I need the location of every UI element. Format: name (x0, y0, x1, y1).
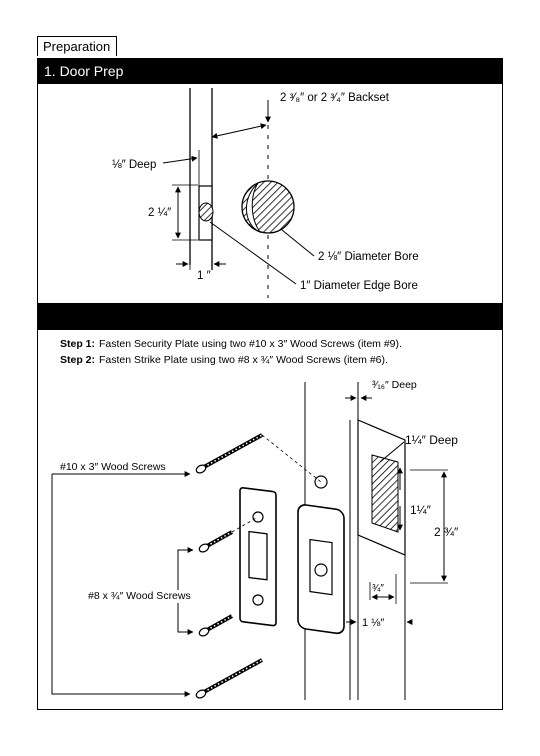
backset-label: 2 ³⁄₈″ or 2 ³⁄₄″ Backset (280, 92, 390, 104)
security-plate-hole-bottom (314, 563, 328, 577)
step-2-text: Fasten Strike Plate using two #8 x ¾″ Wo… (99, 354, 388, 366)
main-bore-hole (241, 180, 295, 234)
strike-plate-opening (248, 530, 268, 581)
short-screws-label: #8 x ¾″ Wood Screws (88, 590, 191, 602)
edge-bore-label: 1″ Diameter Edge Bore (300, 280, 418, 292)
edge-bore-hole (198, 202, 214, 222)
edge-bore-leader (209, 221, 297, 285)
alignment-long-top (261, 434, 322, 483)
bore-leader (281, 229, 315, 257)
preparation-tab: Preparation (37, 36, 117, 56)
bore-label: 2 ⅛″ Diameter Bore (318, 251, 419, 263)
short-screw-bottom (198, 614, 233, 637)
long-screws-bracket-bottom (51, 474, 191, 697)
plate-width-label: 1 ⅛″ (362, 617, 384, 629)
strike-deep-label: ³⁄₁₆″ Deep (372, 379, 417, 391)
strike-plate-hole-bottom (252, 594, 264, 606)
steps-list: Step 1:Fasten Security Plate using two #… (60, 336, 402, 368)
pocket-height-label: 1¼″ (410, 503, 432, 517)
short-screws-bracket-top (177, 547, 194, 590)
pocket-deep-label: 1¼″ Deep (405, 433, 458, 447)
strike-prep-diagram: ³⁄₁₆″ Deep 1¼″ Deep 1¼″ 2 ¾″ ¾″ 1 ⅛″ (51, 379, 459, 700)
step-2: Step 2:Fasten Strike Plate using two #8 … (60, 352, 402, 368)
plate-height-label: 2 ¾″ (434, 525, 459, 539)
pocket-width-label: ¾″ (372, 583, 384, 594)
jamb-pocket (371, 454, 399, 533)
step-2-label: Step 2: (60, 354, 96, 366)
step-1-text: Fasten Security Plate using two #10 x 3″… (99, 338, 402, 350)
long-screws-label: #10 x 3″ Wood Screws (60, 461, 166, 473)
short-screw-top (198, 530, 233, 553)
long-screw-bottom (195, 658, 263, 699)
short-screws-bracket-bottom (177, 603, 194, 635)
section-header-door-prep: 1. Door Prep (37, 58, 503, 84)
backset-arrow (211, 123, 267, 139)
deep-label: ⅛″ Deep (112, 159, 156, 171)
height-label: 2 ¼″ (148, 207, 171, 219)
width-label: 1 ″ (197, 270, 211, 282)
section-header-strike-prep (37, 303, 503, 330)
pocket-deep-leader (379, 441, 405, 463)
security-plate-hole-top (314, 475, 328, 489)
step-1: Step 1:Fasten Security Plate using two #… (60, 336, 402, 352)
door-prep-diagram: 2 ³⁄₈″ or 2 ³⁄₄″ Backset ⅛″ Deep 2 ¼″ 1 … (112, 88, 419, 298)
alignment-short-top (231, 516, 259, 533)
step-1-label: Step 1: (60, 338, 96, 350)
main-bore-highlight (245, 182, 262, 234)
deep-leader (162, 155, 198, 164)
long-screw-top (195, 433, 263, 474)
